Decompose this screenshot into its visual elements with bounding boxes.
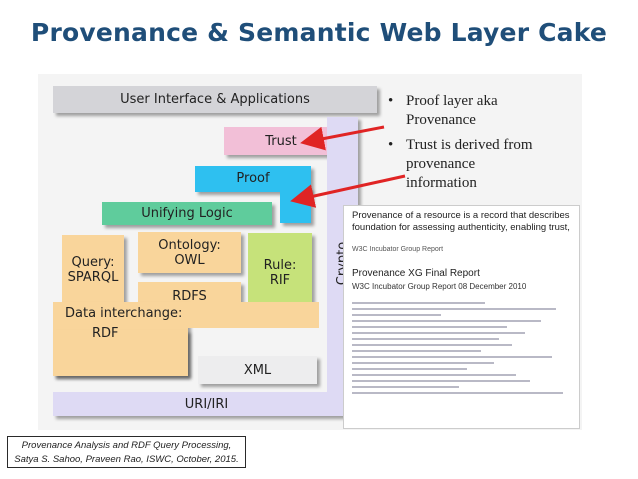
layer-data-label-1b: Data interchange:: [65, 306, 183, 321]
w3c-logo-strip: W3C Incubator Group Report: [352, 246, 444, 253]
layer-trust-label: Trust: [265, 133, 297, 149]
layer-data-interchange-lower: [53, 330, 188, 376]
layer-uri-label: URI/IRI: [184, 396, 229, 412]
layer-user-interface-label: User Interface & Applications: [120, 92, 310, 107]
layer-rule: Rule: RIF: [248, 233, 312, 313]
layer-query: Query: SPARQL: [62, 235, 124, 305]
bullet-text: provenance: [406, 156, 476, 172]
layer-unifying-logic-label: Unifying Logic: [141, 206, 233, 221]
report-title: Provenance XG Final Report: [352, 268, 480, 279]
layer-data-label-rdf: RDF: [92, 326, 119, 341]
layer-uri: URI/IRI: [53, 392, 360, 416]
bullet-text: Provenance: [406, 112, 476, 128]
layer-unifying-logic: Unifying Logic: [102, 202, 272, 225]
citation-box: Provenance Analysis and RDF Query Proces…: [7, 436, 246, 468]
bullet-dot-icon: •: [388, 137, 394, 153]
layer-xml-label: XML: [243, 362, 272, 378]
provenance-definition: Provenance of a resource is a record tha…: [352, 210, 570, 233]
layer-query-label-2: SPARQL: [67, 270, 119, 285]
bullet-dot-icon: •: [388, 93, 394, 109]
layer-rule-label-2: RIF: [269, 273, 291, 288]
report-snapshot: Provenance of a resource is a record tha…: [343, 205, 580, 429]
layer-ontology-label-2: OWL: [174, 252, 205, 268]
slide-title: Provenance & Semantic Web Layer Cake: [30, 18, 608, 47]
layer-ontology: Ontology: OWL: [138, 232, 241, 273]
bullet-text: information: [406, 175, 477, 191]
layer-proof-extension: [280, 188, 311, 223]
layer-trust: Trust: [224, 127, 338, 155]
bullet-text: Proof layer aka: [406, 93, 498, 109]
bullet-list: • Proof layer aka Provenance • Trust is …: [386, 92, 586, 199]
bullet-item: • Trust is derived from provenance infor…: [386, 136, 586, 193]
report-body-lines: [352, 298, 574, 398]
layer-ontology-label-1: Ontology:: [158, 237, 221, 253]
layer-xml: XML: [198, 356, 317, 384]
citation-line: Satya S. Sahoo, Praveen Rao, ISWC, Octob…: [14, 454, 239, 465]
bullet-text: Trust is derived from: [406, 137, 533, 153]
layer-rule-label-1: Rule:: [263, 258, 297, 273]
layer-data-interchange-top: Data interchange:: [53, 302, 319, 328]
bullet-item: • Proof layer aka Provenance: [386, 92, 586, 130]
layer-query-label-1: Query:: [71, 255, 115, 270]
layer-user-interface: User Interface & Applications: [53, 86, 377, 113]
report-subtitle: W3C Incubator Group Report 08 December 2…: [352, 282, 527, 291]
layer-rdfs-label: RDFS: [172, 289, 207, 304]
citation-line: Provenance Analysis and RDF Query Proces…: [21, 440, 232, 451]
layer-proof-label: Proof: [236, 171, 270, 186]
